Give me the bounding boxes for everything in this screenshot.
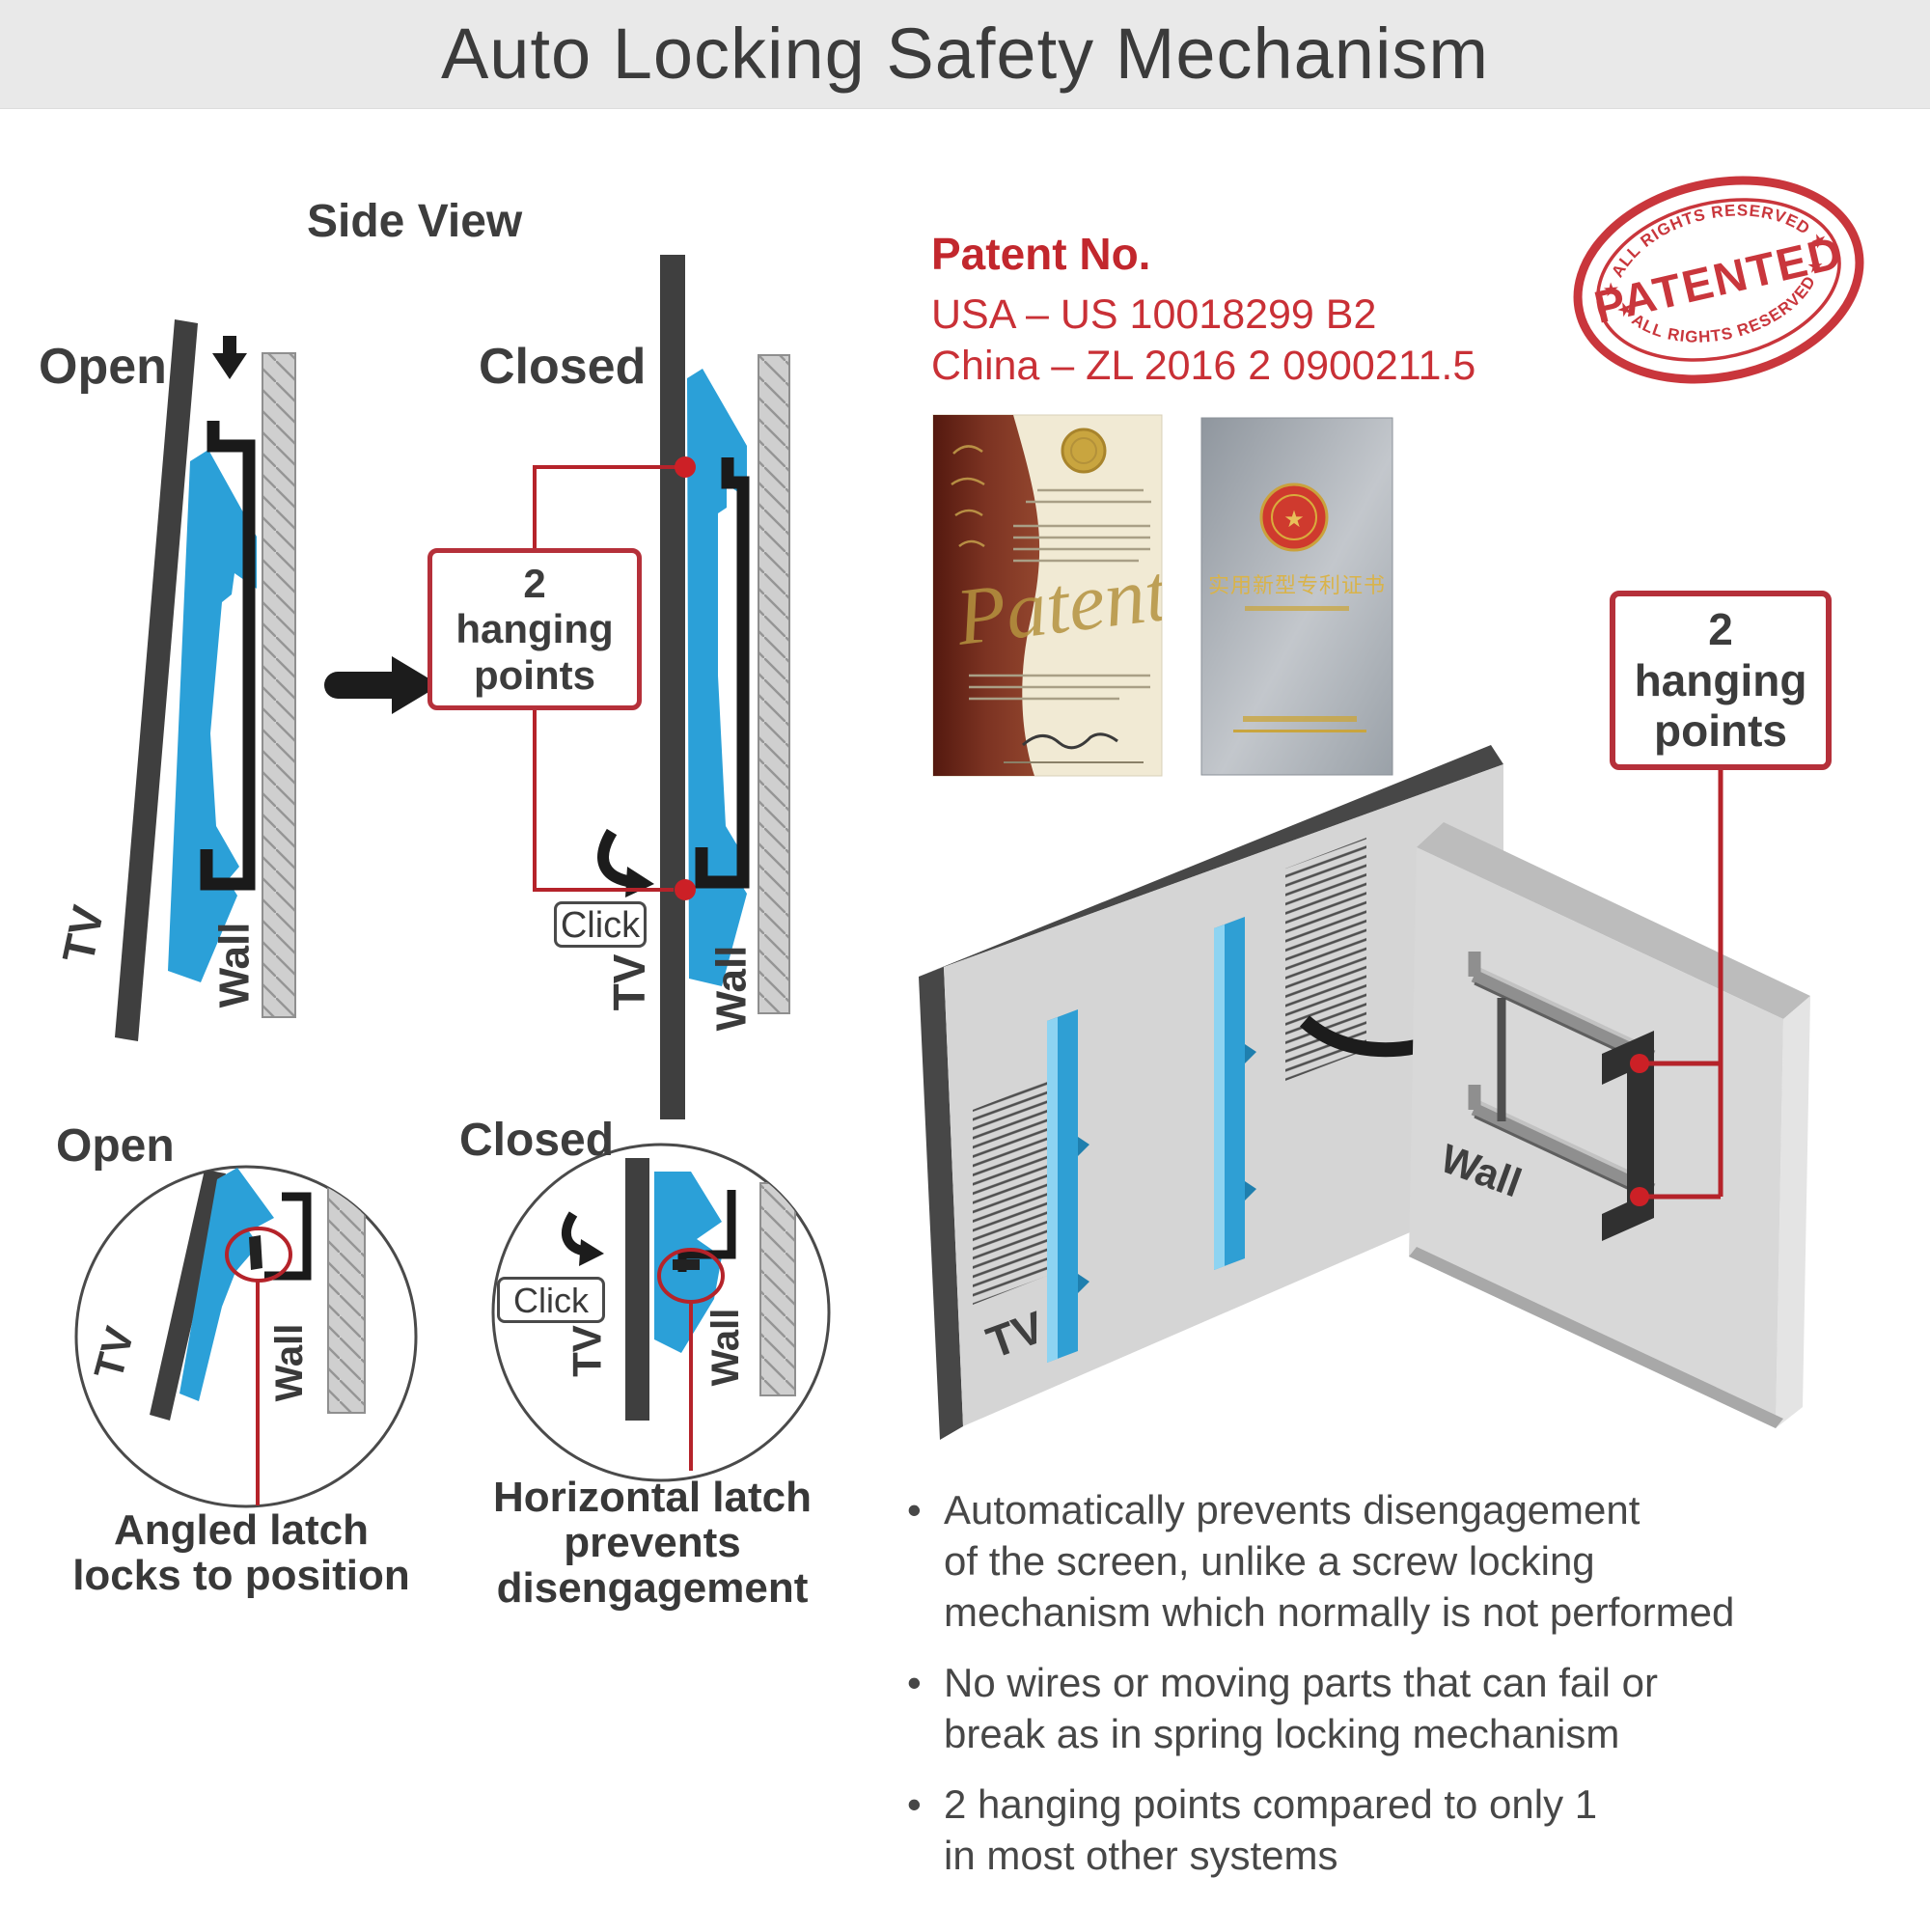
latch-pin-closed — [673, 1259, 700, 1270]
bullet-icon: • — [907, 1487, 922, 1532]
blue-latch-detail-open — [179, 1168, 274, 1401]
wall-section-detail-closed — [759, 1182, 796, 1396]
cn-subtitle-line — [1245, 606, 1349, 611]
open-detail-label: Open — [56, 1120, 175, 1172]
tv-panel-left-edge — [919, 967, 963, 1440]
china-emblem — [1259, 483, 1329, 552]
click-callout-detail: Click — [497, 1277, 605, 1323]
closed-state-label: Closed — [479, 339, 647, 395]
open-state-label: Open — [39, 339, 167, 395]
side-view-open-diagram: TV Wall — [52, 319, 296, 1041]
patent-usa-number: USA – US 10018299 B2 — [931, 291, 1377, 338]
cn-patent-certificate: ★ 实用新型专利证书 — [1200, 417, 1393, 776]
hanging-points-callout-left: 2 hanging points — [427, 548, 642, 710]
curved-arrow-icon — [597, 828, 635, 888]
hanging-points-word1: hanging — [1634, 654, 1807, 705]
tv-panel-open — [115, 319, 198, 1041]
gold-seal — [1061, 428, 1107, 474]
tv-panel-closed — [660, 255, 685, 1119]
wall-section-detail-open — [327, 1184, 366, 1414]
wall-bracket-hook-open — [200, 421, 256, 891]
wall-section-open — [262, 352, 296, 1018]
latch-pin-open — [249, 1235, 262, 1270]
tv-label-closed: TV — [604, 953, 654, 1010]
hanging-point-dot-bottom-3d — [1630, 1187, 1649, 1206]
hanging-points-connectors-right — [1630, 770, 1723, 1206]
hanging-point-dot-top-3d — [1630, 1054, 1649, 1073]
certificate-ribbon-band — [933, 415, 1040, 776]
wall-bracket-hook-closed — [695, 457, 750, 889]
hanging-points-word2: points — [1654, 705, 1787, 757]
detail-circle-closed: TV Wall — [491, 1143, 831, 1482]
feature-bullet-list: • Automatically prevents disengagement o… — [907, 1484, 1901, 1900]
patent-info-block: Patent No. USA – US 10018299 B2 China – … — [931, 228, 1475, 393]
patent-heading: Patent No. — [931, 229, 1151, 279]
wall-label-detail-open: Wall — [268, 1324, 311, 1402]
wall-bracket-hook-detail-open — [264, 1192, 312, 1281]
tv-blue-bracket-1 — [1047, 1009, 1089, 1363]
assembly-3d-diagram: TV Wall — [919, 745, 1810, 1440]
wall-label-detail-closed: Wall — [704, 1309, 747, 1387]
title-banner: Auto Locking Safety Mechanism — [0, 0, 1930, 109]
bullet-item: • Automatically prevents disengagement o… — [907, 1484, 1901, 1638]
side-view-heading: Side View — [307, 196, 523, 247]
tv-panel-detail-closed — [625, 1158, 649, 1421]
tv-blue-bracket-2 — [1214, 917, 1256, 1270]
hanging-points-callout-right: 2 hanging points — [1610, 591, 1832, 770]
hanging-points-connectors-left — [533, 456, 696, 900]
hanging-point-dot-top — [675, 456, 696, 478]
hanging-points-count: 2 — [523, 561, 546, 607]
emblem-star-icon: ★ — [1283, 507, 1305, 533]
hanging-points-count: 2 — [1708, 604, 1733, 655]
tv-vent-left — [973, 1079, 1052, 1305]
blue-latch-closed — [687, 369, 749, 986]
wall-top-face — [1417, 822, 1810, 1019]
us-patent-certificate: Patent — [932, 414, 1163, 777]
cn-bottom-text-line — [1243, 716, 1357, 722]
tv-label-open: TV — [52, 901, 113, 968]
closed-detail-label: Closed — [459, 1115, 615, 1166]
hanging-points-word2: points — [474, 651, 595, 698]
patented-stamp: PATENTED ★ ALL RIGHTS RESERVED ★ ★ ALL R… — [1573, 176, 1864, 384]
right-arrow-icon — [324, 656, 440, 714]
certificate-text-lines — [969, 488, 1151, 701]
tv-label-detail-closed: TV — [565, 1325, 610, 1377]
hanging-point-dot-bottom — [675, 879, 696, 900]
tv-panel-top-edge — [919, 745, 1503, 977]
patent-china-number: China – ZL 2016 2 0900211.5 — [931, 343, 1476, 390]
horizontal-latch-caption: Horizontal latch prevents disengagement — [492, 1474, 813, 1612]
wall-right-face — [1776, 996, 1810, 1428]
curved-arrow-head — [625, 867, 654, 897]
cn-underline — [1233, 730, 1366, 732]
wall-bottom-sliver — [1409, 1247, 1783, 1428]
click-callout-main: Click — [554, 901, 647, 948]
bullet-icon: • — [907, 1781, 922, 1827]
bullet-item: • No wires or moving parts that can fail… — [907, 1657, 1901, 1759]
bullet-icon: • — [907, 1660, 922, 1705]
tv-panel-detail-open — [150, 1170, 226, 1421]
wall-label-closed: Wall — [708, 946, 756, 1032]
detail-circle-open: TV Wall — [74, 1165, 418, 1508]
cn-certificate-title: 实用新型专利证书 — [1208, 573, 1386, 597]
wall-label-open: Wall — [211, 923, 259, 1008]
wall-section-closed — [758, 354, 790, 1014]
blue-latch-open — [168, 450, 257, 982]
curved-arrow-detail-head — [579, 1239, 604, 1266]
hanging-points-word1: hanging — [455, 606, 614, 652]
signature — [1021, 732, 1118, 750]
angled-latch-caption: Angled latch locks to position — [72, 1506, 410, 1599]
side-view-closed-diagram: TV Wall — [597, 255, 790, 1119]
page-title: Auto Locking Safety Mechanism — [440, 14, 1490, 94]
bullet-item: • 2 hanging points compared to only 1 in… — [907, 1779, 1901, 1881]
down-arrow-icon — [212, 336, 247, 379]
